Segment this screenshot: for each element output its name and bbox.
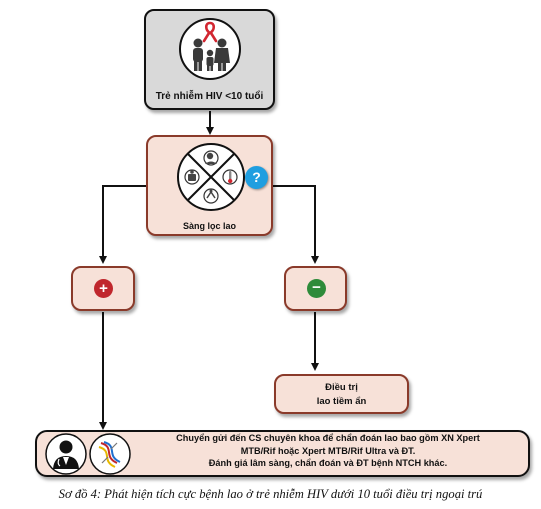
thermometer-icon bbox=[222, 169, 238, 185]
doctor-icon bbox=[45, 433, 87, 475]
start-node: Trẻ nhiễm HIV <10 tuổi bbox=[144, 9, 275, 110]
question-icon: ? bbox=[245, 166, 268, 189]
family-icon bbox=[179, 18, 241, 80]
cough-person-icon bbox=[203, 150, 219, 166]
negative-node: − bbox=[284, 266, 347, 311]
referral-line3: Đánh giá lâm sàng, chẩn đoán và ĐT bệnh … bbox=[208, 458, 448, 468]
referral-text: Chuyển gửi đến CS chuyên khoa để chẩn đo… bbox=[128, 432, 528, 470]
screening-node-label: Sàng lọc lao bbox=[182, 221, 236, 231]
latent-treatment-node: Điều trị lao tiềm ẩn bbox=[274, 374, 409, 414]
minus-icon: − bbox=[307, 279, 326, 298]
screening-symptom-wheel bbox=[177, 143, 245, 211]
red-ribbon-icon bbox=[202, 21, 218, 43]
start-node-label: Trẻ nhiễm HIV <10 tuổi bbox=[155, 91, 264, 102]
arrow-screening-to-negative bbox=[273, 185, 319, 264]
referral-line2: MTB/Rif hoặc Xpert MTB/Rif Ultra và ĐT. bbox=[240, 445, 416, 456]
weight-loss-icon bbox=[184, 169, 200, 185]
arrow-screening-to-positive bbox=[99, 185, 146, 264]
plus-icon: + bbox=[94, 279, 113, 298]
latent-treatment-line2: lao tiềm ẩn bbox=[316, 396, 367, 407]
referral-line1: Chuyển gửi đến CS chuyên khoa để chẩn đo… bbox=[176, 433, 480, 443]
xpert-test-icon bbox=[89, 433, 131, 475]
screening-node: ? Sàng lọc lao bbox=[146, 135, 273, 236]
question-mark: ? bbox=[252, 169, 261, 185]
plus-symbol: + bbox=[99, 280, 108, 297]
positive-node: + bbox=[71, 266, 135, 311]
contact-icon bbox=[203, 188, 219, 204]
latent-treatment-line1: Điều trị bbox=[325, 382, 358, 393]
figure-caption: Sơ đồ 4: Phát hiện tích cực bệnh lao ở t… bbox=[58, 487, 483, 501]
minus-symbol: − bbox=[312, 279, 321, 296]
